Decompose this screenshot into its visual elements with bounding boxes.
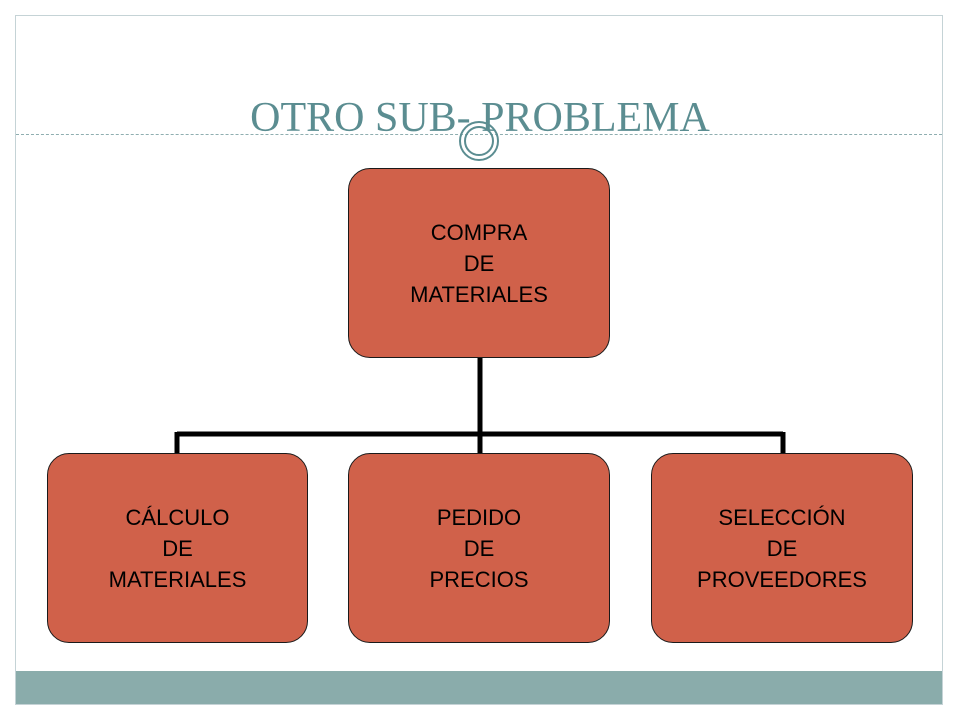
node-line: MATERIALES xyxy=(410,281,548,307)
circle-ornament-icon xyxy=(459,121,499,161)
root-node: COMPRA DE MATERIALES xyxy=(348,168,610,358)
slide-title: OTRO SUB- PROBLEMA xyxy=(250,95,710,141)
node-line: CÁLCULO xyxy=(125,504,230,530)
child-node-pedido: PEDIDO DE PRECIOS xyxy=(348,453,610,643)
node-line: DE xyxy=(463,250,495,276)
child-node-seleccion: SELECCIÓN DE PROVEEDORES xyxy=(651,453,913,643)
node-line: PEDIDO xyxy=(436,504,522,530)
footer-bar xyxy=(16,671,942,704)
node-line: COMPRA xyxy=(430,219,528,245)
node-line: PRECIOS xyxy=(429,566,529,592)
node-line: MATERIALES xyxy=(108,566,247,592)
node-line: PROVEEDORES xyxy=(697,566,867,592)
child-node-calculo: CÁLCULO DE MATERIALES xyxy=(47,453,308,643)
node-line: DE xyxy=(162,535,193,561)
node-line: DE xyxy=(463,535,495,561)
node-line: DE xyxy=(766,535,798,561)
title-divider xyxy=(16,134,942,135)
node-line: SELECCIÓN xyxy=(718,504,846,530)
